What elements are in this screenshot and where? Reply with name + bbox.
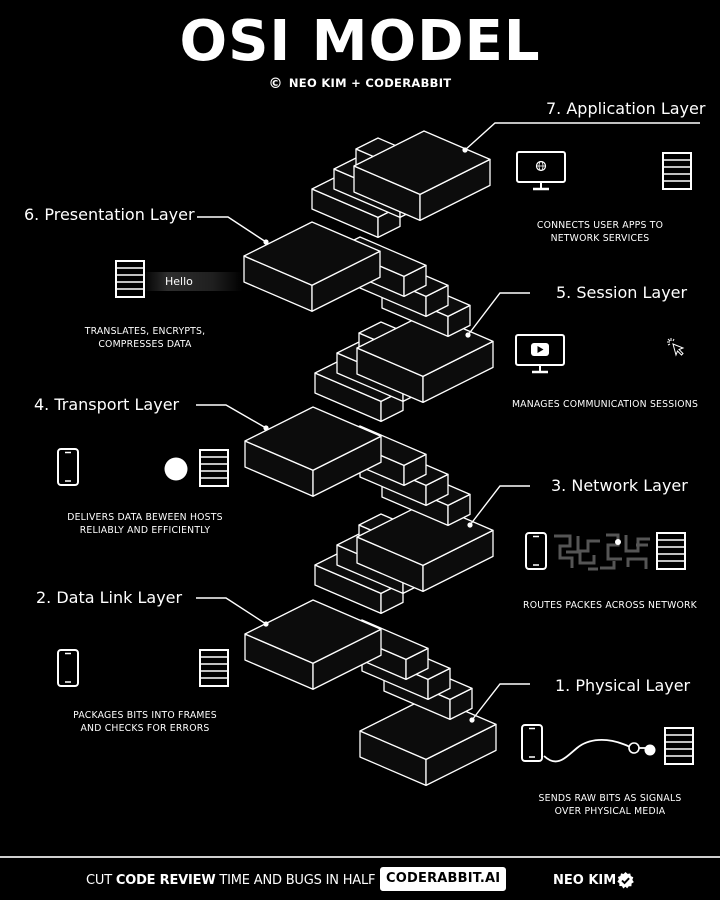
cable-icon (543, 739, 656, 763)
layer-7-title: 7. Application Layer (546, 99, 706, 118)
layer-1-connector-dot (469, 717, 475, 723)
credit-text: NEO KIM + CODERABBIT (288, 76, 452, 90)
footer-divider (0, 856, 720, 858)
layer-6-connector-dot (263, 239, 269, 245)
phone-icon (57, 448, 79, 486)
layer-3-title: 3. Network Layer (551, 476, 688, 495)
verified-badge-icon (617, 871, 634, 889)
layer-5-title: 5. Session Layer (556, 283, 688, 302)
phone-icon (525, 532, 547, 570)
layer-6-description: TRANSLATES, ENCRYPTS,COMPRESSES DATA (84, 326, 206, 350)
packet-dot-icon (164, 457, 188, 481)
server-icon (662, 152, 692, 190)
stair-landing-7 (353, 130, 491, 222)
layer-5-description: MANAGES COMMUNICATION SESSIONS (511, 399, 699, 410)
layer-7-connector (464, 122, 700, 151)
stair-landing-4 (244, 406, 382, 497)
layer-2-title: 2. Data Link Layer (36, 588, 183, 607)
layer-5-connector (467, 292, 530, 336)
layer-2-connector (196, 597, 267, 625)
layer-3-connector (469, 485, 530, 526)
monitor-play-icon (515, 334, 565, 374)
server-icon (664, 727, 694, 765)
layer-6-title: 6. Presentation Layer (24, 205, 195, 224)
maze-icon (554, 533, 650, 571)
layer-7-connector-dot (462, 147, 468, 153)
copyright-symbol: © (268, 76, 283, 92)
layer-4-connector (196, 404, 267, 429)
coderabbit-link-button[interactable]: CODERABBIT.AI (380, 867, 507, 891)
hello-data-sample: Hello (143, 272, 243, 291)
server-icon (656, 532, 686, 570)
server-icon (199, 649, 229, 687)
server-icon (115, 260, 145, 298)
cursor-click-icon (667, 338, 685, 357)
layer-1-connector (471, 683, 530, 721)
layer-3-description: ROUTES PACKES ACROSS NETWORK (523, 600, 697, 611)
server-icon (199, 449, 229, 487)
footer-author: NEO KIM (553, 873, 617, 888)
credit-line: © NEO KIM + CODERABBIT (0, 76, 720, 92)
stair-landing-2 (244, 599, 382, 690)
phone-icon (57, 649, 79, 687)
phone-icon (521, 724, 543, 762)
layer-6-connector (197, 216, 267, 243)
stair-landing-6 (243, 221, 381, 312)
layer-4-title: 4. Transport Layer (34, 395, 180, 414)
layer-2-connector-dot (263, 621, 269, 627)
page-title: OSI MODEL (179, 9, 541, 74)
monitor-globe-icon (516, 151, 566, 191)
layer-1-title: 1. Physical Layer (555, 676, 691, 695)
layer-4-connector-dot (263, 425, 269, 431)
footer-tagline: CUT CODE REVIEW TIME AND BUGS IN HALF : (86, 873, 384, 888)
layer-3-connector-dot (467, 522, 473, 528)
layer-5-connector-dot (465, 332, 471, 338)
